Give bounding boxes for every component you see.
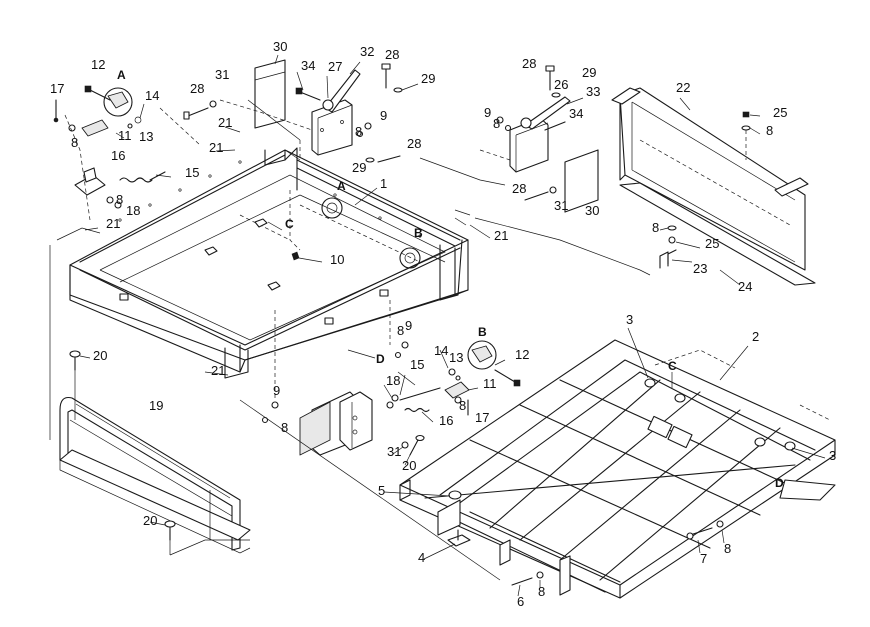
part-number-label: 8: [397, 323, 404, 338]
part-number-label: 8: [538, 584, 545, 599]
leader-lines-main: [49, 126, 491, 440]
part-number-label: 17: [475, 410, 489, 425]
part-number-label: 8: [116, 192, 123, 207]
part-number-label: 3: [829, 448, 836, 463]
part-number-label: 31: [387, 444, 401, 459]
part-number-label: 29: [352, 160, 366, 175]
part-number-label: 23: [693, 261, 707, 276]
detail-letter-label: B: [414, 226, 423, 240]
part-number-label: 13: [449, 350, 463, 365]
part-number-label: 21: [106, 216, 120, 231]
part-number-label: 20: [402, 458, 416, 473]
part-number-label: 28: [190, 81, 204, 96]
part-number-label: 8: [459, 398, 466, 413]
part-number-label: 11: [118, 128, 132, 143]
sub-frame-2: [383, 327, 836, 599]
part-number-label: 16: [111, 148, 125, 163]
part-number-label: 30: [273, 39, 287, 54]
hinge-assembly-right: [419, 65, 599, 216]
detail-letter-label: A: [337, 179, 346, 193]
part-number-label: 1: [380, 176, 387, 191]
part-number-label: 15: [185, 165, 199, 180]
part-number-label: 9: [405, 318, 412, 333]
hinge-assembly-center: [183, 54, 419, 163]
part-number-label: 16: [439, 413, 453, 428]
part-number-label: 3: [626, 312, 633, 327]
part-number-label: 28: [385, 47, 399, 62]
part-number-label: 21: [218, 115, 232, 130]
part-number-label: 8: [355, 124, 362, 139]
part-number-label: 19: [149, 398, 163, 413]
part-number-label: 8: [652, 220, 659, 235]
part-number-label: 8: [71, 135, 78, 150]
part-number-label: 8: [493, 116, 500, 131]
part-number-label: 31: [554, 198, 568, 213]
part-number-label: 22: [676, 80, 690, 95]
detail-letter-label: A: [117, 68, 126, 82]
part-number-label: 21: [494, 228, 508, 243]
part-number-label: 10: [330, 252, 344, 267]
part-number-label: 9: [484, 105, 491, 120]
detail-letter-label: D: [376, 352, 385, 366]
part-number-label: 5: [378, 483, 385, 498]
part-number-label: 21: [211, 363, 225, 378]
part-number-label: 6: [517, 594, 524, 609]
part-number-label: 8: [281, 420, 288, 435]
part-number-label: 12: [91, 57, 105, 72]
part-number-label: 29: [582, 65, 596, 80]
latch-assembly-a: [53, 85, 201, 221]
tailgate: [474, 87, 816, 286]
part-number-label: 2: [752, 329, 759, 344]
part-number-label: 20: [93, 348, 107, 363]
part-number-label: 34: [569, 106, 583, 121]
part-number-label: 25: [773, 105, 787, 120]
part-number-label: 27: [328, 59, 342, 74]
part-number-label: 24: [738, 279, 752, 294]
part-number-label: 8: [724, 541, 731, 556]
part-number-label: 14: [145, 88, 159, 103]
part-number-label: 8: [766, 123, 773, 138]
part-number-label: 21: [209, 140, 223, 155]
part-number-label: 33: [586, 84, 600, 99]
part-number-label: 25: [705, 236, 719, 251]
part-number-label: 28: [512, 181, 526, 196]
part-number-label: 34: [301, 58, 315, 73]
part-number-label: 20: [143, 513, 157, 528]
part-number-label: 12: [515, 347, 529, 362]
part-number-label: 31: [215, 67, 229, 82]
part-number-label: 7: [700, 551, 707, 566]
part-number-label: 18: [386, 373, 400, 388]
front-rail-19: [59, 350, 251, 556]
detail-letter-label: D: [775, 476, 784, 490]
part-number-label: 28: [407, 136, 421, 151]
detail-letter-label: C: [285, 217, 294, 231]
part-number-label: 28: [522, 56, 536, 71]
part-number-label: 18: [126, 203, 140, 218]
latch-assembly-b: [239, 300, 521, 581]
part-number-label: 29: [421, 71, 435, 86]
part-number-label: 9: [380, 108, 387, 123]
cargo-box-frame: [69, 147, 469, 379]
part-number-label: 17: [50, 81, 64, 96]
part-number-label: 26: [554, 77, 568, 92]
part-number-label: 13: [139, 129, 153, 144]
part-number-label: 14: [434, 343, 448, 358]
part-number-label: 11: [483, 376, 497, 391]
part-number-label: 30: [585, 203, 599, 218]
part-number-label: 15: [410, 357, 424, 372]
detail-letter-label: B: [478, 325, 487, 339]
detail-letter-label: C: [668, 359, 677, 373]
part-number-label: 9: [273, 383, 280, 398]
part-number-label: 32: [360, 44, 374, 59]
part-number-label: 4: [418, 550, 425, 565]
